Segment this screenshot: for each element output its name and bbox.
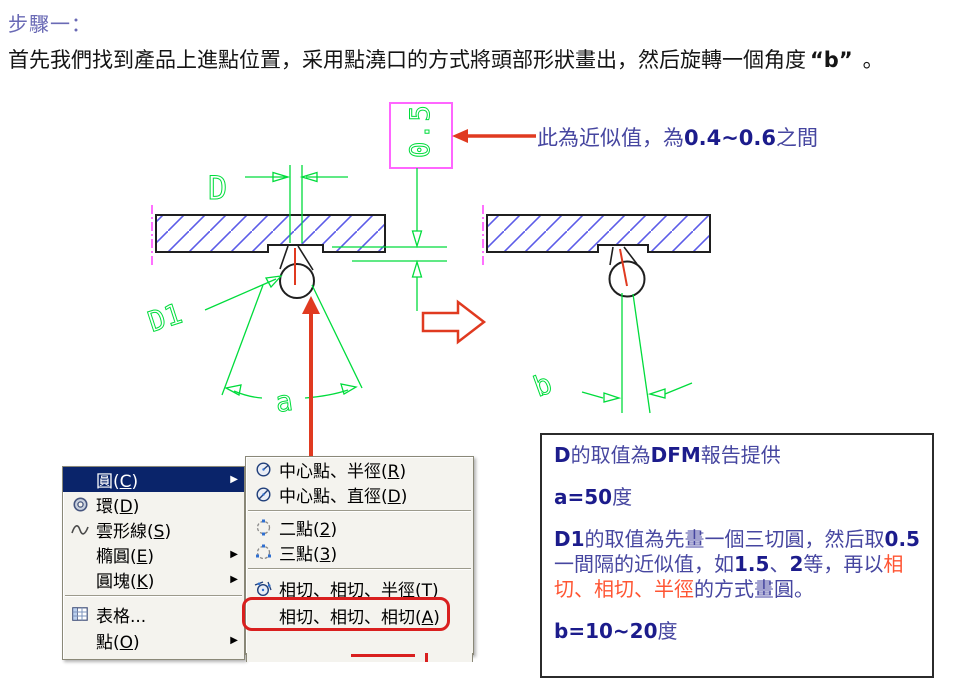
gap-value-label: 0.5 (405, 103, 436, 158)
menu-item-point[interactable]: 點(O) ▶ (63, 628, 244, 653)
angle-a-label: a (273, 384, 294, 419)
menu-item-ellipse[interactable]: 橢圓(E) ▶ (63, 542, 244, 567)
table-icon (68, 605, 92, 623)
submenu-arrow-icon: ▶ (230, 548, 238, 560)
left-section-view: D 0.5 D1 (143, 102, 453, 419)
tan-tan-radius-icon (251, 579, 275, 597)
cropped-red-highlight-tick (425, 653, 428, 662)
spline-icon (68, 521, 92, 539)
note-line-d: D的取值為DFM報告提供 (554, 443, 781, 467)
gap-annotation: 此為近似值，為0.4~0.6之間 (537, 122, 818, 152)
annotation-arrow (452, 129, 536, 143)
cropped-red-highlight (351, 654, 415, 657)
step-title: 步驟一： (8, 12, 92, 36)
blank-icon (68, 471, 92, 489)
menu-item-circle[interactable]: 圓(C) ▶ (63, 467, 244, 492)
cropped-menu-strip (246, 653, 473, 662)
submenu-item-three-point-label: 三點(3) (279, 545, 338, 565)
dim-d (245, 165, 348, 243)
submenu-arrow-icon: ▶ (230, 473, 238, 485)
right-gate-cone (609, 246, 638, 266)
menu-item-donut-label: 環(D) (96, 497, 140, 517)
menu-item-block[interactable]: 圓塊(K) ▶ (63, 567, 244, 592)
submenu-arrow-icon: ▶ (230, 573, 238, 585)
intro-main: 首先我們找到產品上進點位置，采用點澆口的方式將頭部形狀畫出，然后旋轉一個角度 (8, 48, 806, 72)
menu-item-block-label: 圓塊(K) (96, 572, 155, 592)
blank-icon (68, 632, 92, 650)
donut-icon (68, 496, 92, 514)
notes-box: D的取值為DFM報告提供 a=50度 D1的取值為先畫一個三切圓，然后取0.5一… (540, 433, 934, 678)
menu-item-point-label: 點(O) (96, 633, 140, 653)
menu-item-table[interactable]: 表格... (63, 600, 244, 628)
submenu-item-tan-tan-radius-label: 相切、相切、半徑(T) (279, 580, 439, 601)
draw-context-menu: 圓(C) ▶ 環(D) 雲形線(S) 橢圓(E) ▶ 圓塊(K) ▶ (62, 466, 245, 660)
left-gate-cone (279, 245, 314, 271)
menu-item-spline[interactable]: 雲形線(S) (63, 517, 244, 542)
dim-d1-label: D1 (144, 297, 186, 339)
angle-a-dimension (221, 284, 363, 399)
left-plate (155, 214, 386, 253)
submenu-item-center-diameter[interactable]: 中心點、直徑(D) (246, 482, 473, 507)
menu-item-donut[interactable]: 環(D) (63, 492, 244, 517)
menu-item-circle-label: 圓(C) (96, 472, 139, 492)
submenu-item-tan-tan-radius[interactable]: 相切、相切、半徑(T) (246, 573, 473, 603)
blank-icon (68, 571, 92, 589)
menu-separator (248, 510, 471, 512)
transform-arrow-icon (421, 299, 487, 345)
submenu-item-center-radius-label: 中心點、半徑(R) (279, 462, 407, 482)
submenu-item-center-diameter-label: 中心點、直徑(D) (279, 487, 408, 507)
intro-text: 首先我們找到產品上進點位置，采用點澆口的方式將頭部形狀畫出，然后旋轉一個角度“b… (8, 44, 884, 74)
dim-d1 (204, 275, 283, 311)
left-gate-circle (279, 263, 315, 299)
right-section-view: b (482, 205, 711, 414)
submenu-item-two-point[interactable]: 二點(2) (246, 515, 473, 540)
dim-d-label: D (208, 169, 227, 207)
intro-b-symbol: “b” (810, 48, 853, 72)
gap-annotation-range: 0.4~0.6 (684, 126, 776, 150)
menu-item-ellipse-label: 橢圓(E) (96, 547, 155, 567)
submenu-item-three-point[interactable]: 三點(3) (246, 540, 473, 565)
menu-item-table-label: 表格... (96, 606, 147, 627)
angle-b-dimension (581, 293, 693, 414)
note-line-b: b=10~20度 (554, 619, 678, 643)
menu-separator (65, 595, 242, 597)
menu-separator (248, 568, 471, 570)
gap-annotation-pre: 此為近似值，為 (537, 126, 684, 150)
right-gate-axis (619, 248, 628, 287)
right-gate-circle (608, 260, 646, 298)
blank-icon (68, 546, 92, 564)
intro-period: 。 (862, 48, 884, 72)
submenu-arrow-icon: ▶ (230, 634, 238, 646)
menu-item-spline-label: 雲形線(S) (96, 522, 172, 542)
submenu-item-two-point-label: 二點(2) (279, 520, 338, 540)
angle-b-label: b (529, 367, 556, 404)
selection-highlight-box (242, 597, 450, 631)
two-point-circle-icon (251, 519, 275, 537)
gap-value-box (389, 102, 453, 169)
gap-annotation-post: 之間 (776, 126, 818, 150)
note-line-d1: D1的取值為先畫一個三切圓，然后取0.5一間隔的近似值，如1.5、2等，再以相切… (554, 527, 920, 601)
gap-dimension (332, 168, 447, 311)
note-line-a: a=50度 (554, 485, 633, 509)
circle-submenu: 中心點、半徑(R) 中心點、直徑(D) 二點(2) 三點(3) 相切 (242, 456, 474, 655)
three-point-circle-icon (251, 544, 275, 562)
center-radius-icon (251, 461, 275, 479)
submenu-item-center-radius[interactable]: 中心點、半徑(R) (246, 457, 473, 482)
submenu-item-tan-tan-tan[interactable]: 相切、相切、相切(A) (246, 603, 473, 628)
submenu-item-tan-tan-tan-label: 相切、相切、相切(A) (279, 608, 440, 628)
menu-pointer-arrow (302, 296, 320, 458)
right-plate (486, 214, 711, 253)
center-diameter-icon (251, 486, 275, 504)
